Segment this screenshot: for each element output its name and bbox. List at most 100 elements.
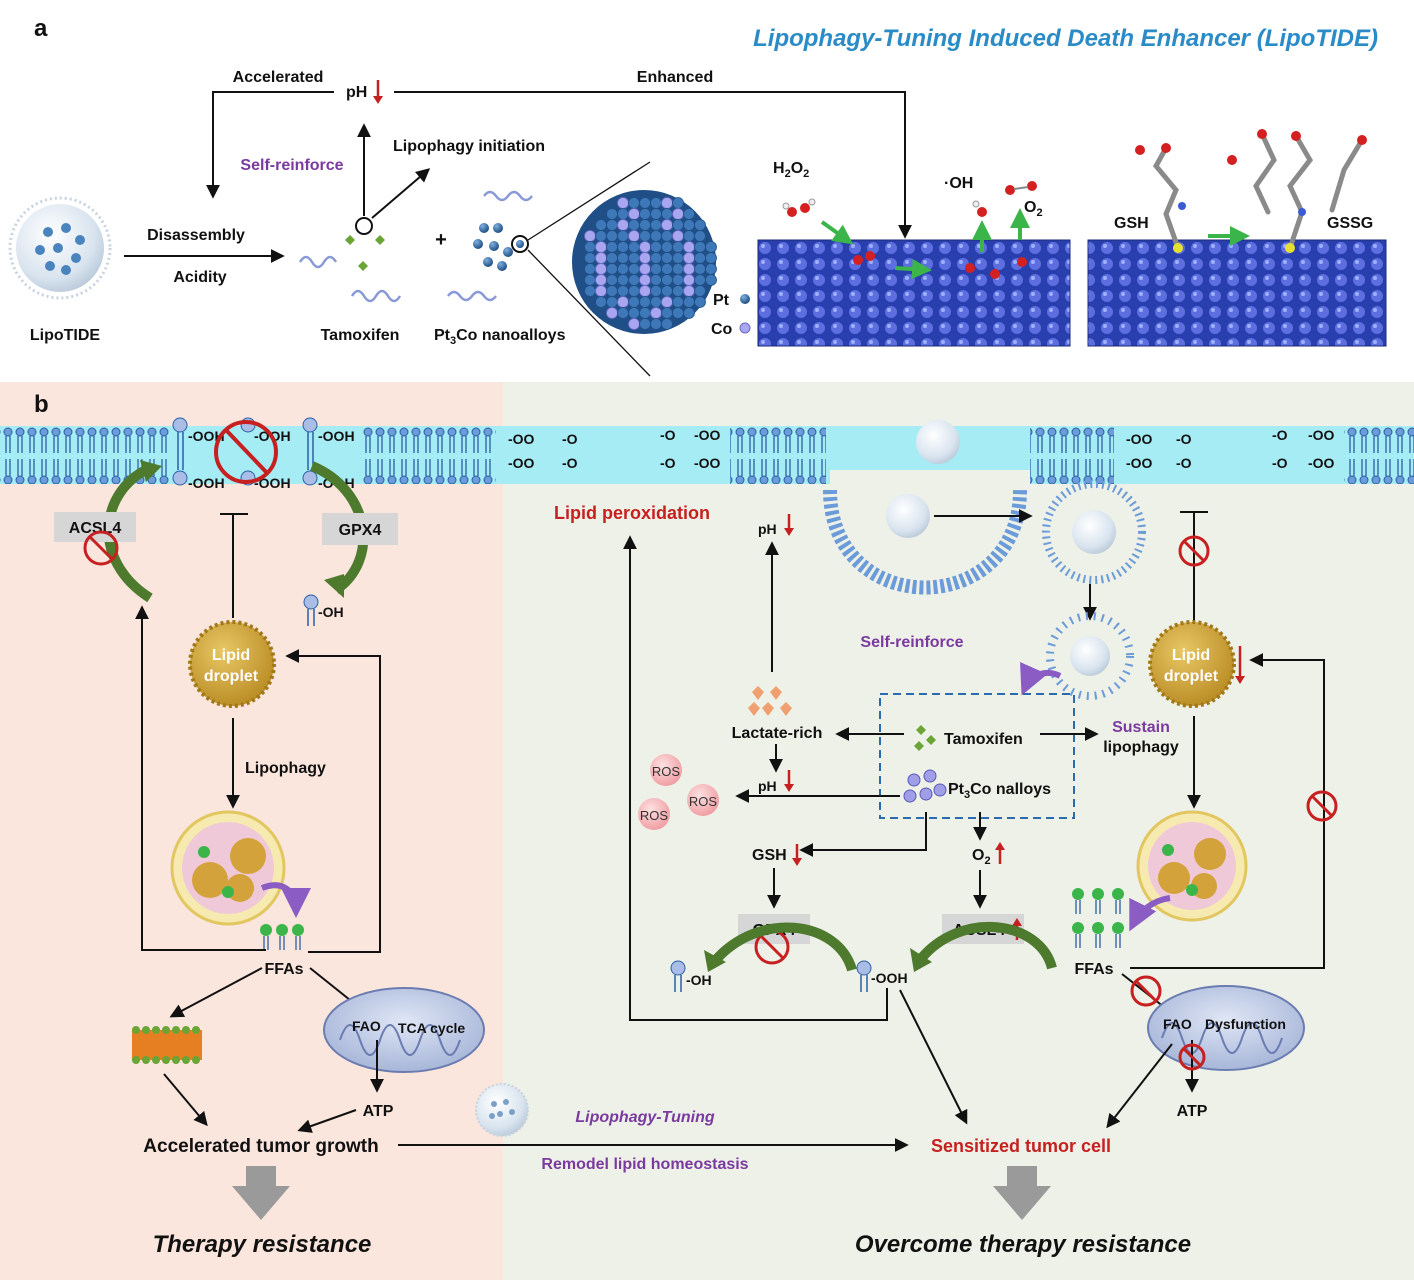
pt-atom — [694, 274, 706, 286]
pt-atom — [650, 274, 662, 286]
tamoxifen-icon — [298, 217, 402, 303]
ros-label-2: ROS — [689, 794, 718, 809]
pt-atom — [661, 230, 673, 242]
pt-atom — [628, 241, 640, 253]
pt-atom — [672, 241, 684, 253]
pt-atom — [595, 296, 607, 308]
inhibited-icon-right-1 — [1178, 535, 1210, 567]
gsh-molecule-icon — [1135, 143, 1186, 253]
inhibited-icon-right-3 — [1130, 975, 1162, 1007]
gpx4-box-left — [322, 513, 398, 545]
pt-atom — [650, 230, 662, 242]
oh-label-left: -OH — [318, 604, 344, 620]
pt-atom — [584, 274, 596, 286]
pt-atom — [650, 263, 662, 275]
co-atom — [628, 208, 640, 220]
h2o2-label: H2O2 — [773, 160, 809, 180]
ooh-to-peroxidation-arrow — [623, 535, 888, 1021]
self-reinforce-label-b: Self-reinforce — [860, 634, 963, 651]
pt-atom — [606, 263, 618, 275]
co-atom — [639, 285, 651, 297]
pt-atom — [617, 241, 629, 253]
ph-label-b1: pH — [758, 521, 777, 537]
acidity-label: Acidity — [173, 269, 226, 286]
ffas-label-right: FFAs — [1074, 961, 1113, 978]
co-atom — [595, 274, 607, 286]
pt-atom — [694, 296, 706, 308]
pt-atom — [650, 252, 662, 264]
pt-atom — [683, 296, 695, 308]
svg-text:-O: -O — [562, 431, 578, 447]
svg-text:-OO: -OO — [1126, 431, 1153, 447]
pt-legend-label: Pt — [713, 292, 730, 309]
panel-b: b -OOH -OOH -OOH -OOH -OOH -OOH — [0, 382, 1414, 1280]
pt-atom — [650, 296, 662, 308]
lipid-bilayer-icon — [132, 1026, 202, 1064]
inhibited-icon-right-2 — [1306, 790, 1338, 822]
pt-atom — [617, 230, 629, 242]
adsorbed-oh-icon — [853, 251, 875, 265]
plus-sign: + — [435, 229, 447, 251]
acsl4-inhibited-icon — [83, 530, 119, 566]
lipotide-nanoparticle-b-icon — [475, 1083, 529, 1137]
co-atom — [661, 296, 673, 308]
co-atom — [595, 263, 607, 275]
ooh-label-1: -OOH — [188, 428, 225, 444]
ffas-to-droplet-right-arrow — [1130, 653, 1325, 969]
tamoxifen-icon-b — [914, 725, 936, 751]
pt-atom — [639, 296, 651, 308]
pt-atom — [606, 285, 618, 297]
pt-atom — [683, 219, 695, 231]
atp-label-left: ATP — [363, 1103, 394, 1120]
pt-atom — [628, 252, 640, 264]
accelerated-loop-arrow — [206, 91, 334, 199]
pt-atom — [650, 208, 662, 220]
co-atom — [683, 252, 695, 264]
tamoxifen-label: Tamoxifen — [321, 327, 400, 344]
co-atom — [672, 230, 684, 242]
co-atom — [683, 274, 695, 286]
sensitized-tumor-cell-label: Sensitized tumor cell — [931, 1136, 1111, 1156]
gsh-label: GSH — [1114, 215, 1149, 232]
pt-atom — [628, 274, 640, 286]
atp-label-right: ATP — [1177, 1103, 1208, 1120]
nanoalloy-sphere-icon — [572, 190, 717, 334]
lipid-oh-icon-right — [670, 960, 686, 992]
therapy-resistance-label: Therapy resistance — [153, 1231, 372, 1258]
co-atom — [595, 252, 607, 264]
svg-text:-O: -O — [1272, 455, 1288, 471]
mitochondrion-left-icon — [323, 987, 485, 1073]
pt-atom — [661, 285, 673, 297]
gpx4-label-left: GPX4 — [339, 522, 382, 539]
sustain-label-line2: lipophagy — [1103, 739, 1179, 756]
pt-atom — [661, 274, 673, 286]
panel-b-letter: b — [34, 391, 49, 418]
membrane-peroxide-labels-1: -OO -OO -O -O -O -O -OO -OO — [508, 427, 721, 471]
autolysosome-left-icon — [170, 810, 286, 926]
svg-text:-O: -O — [1176, 455, 1192, 471]
hydroxyl-radical-label: ·OH — [944, 175, 973, 192]
ros-bubbles: ROS ROS ROS — [638, 754, 719, 830]
pt-atom — [694, 252, 706, 264]
pt-atom — [694, 219, 706, 231]
pt-atom — [606, 296, 618, 308]
co-atom — [595, 285, 607, 297]
co-atom — [639, 274, 651, 286]
co-atom — [683, 241, 695, 253]
ffas-icon-right — [1072, 888, 1124, 948]
lipotide-label: LipoTIDE — [30, 327, 101, 344]
pt-legend-dot — [740, 294, 750, 304]
enhanced-arrow — [394, 91, 912, 239]
lipid-oh-icon — [303, 594, 319, 626]
pt-atom — [639, 307, 651, 319]
pt-atom — [694, 241, 706, 253]
h2o2-molecule-icon — [782, 198, 816, 217]
pt-atom — [606, 230, 618, 242]
pt-atom — [606, 252, 618, 264]
svg-text:-OO: -OO — [694, 427, 721, 443]
svg-text:-O: -O — [562, 455, 578, 471]
ffas-icon-left — [260, 924, 304, 950]
pt-atom — [628, 307, 640, 319]
pt-atom — [639, 230, 651, 242]
co-atom — [672, 208, 684, 220]
